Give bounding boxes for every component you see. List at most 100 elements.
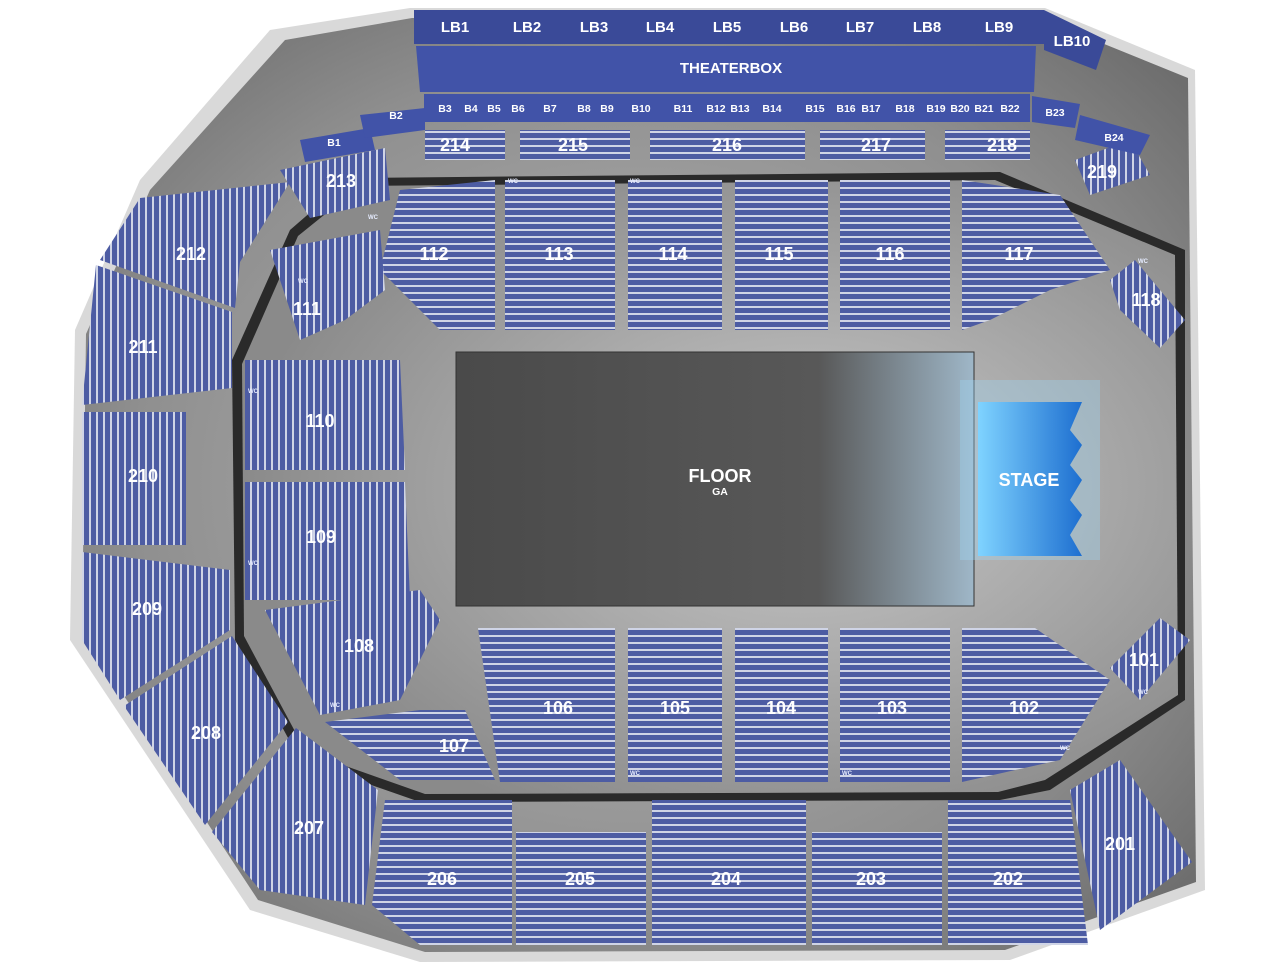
label-b18: B18 — [895, 103, 914, 115]
label-b19: B19 — [926, 103, 945, 115]
section-110[interactable] — [245, 360, 405, 470]
section-103[interactable] — [840, 628, 950, 782]
label-b1: B1 — [327, 137, 341, 149]
section-111[interactable] — [270, 230, 385, 340]
label-b17: B17 — [861, 103, 880, 115]
section-108[interactable] — [265, 590, 440, 715]
label-217: 217 — [861, 135, 891, 155]
label-113: 113 — [544, 244, 573, 264]
section-215[interactable] — [520, 130, 630, 160]
section-112[interactable] — [380, 180, 495, 330]
section-113[interactable] — [505, 180, 615, 330]
label-213: 213 — [326, 171, 356, 191]
label-112: 112 — [419, 244, 448, 264]
section-105[interactable] — [628, 628, 722, 782]
label-219: 219 — [1087, 162, 1117, 182]
label-b7: B7 — [543, 103, 557, 115]
label-b4: B4 — [464, 103, 478, 115]
label-103: 103 — [877, 698, 907, 718]
label-117: 117 — [1004, 244, 1033, 264]
section-115[interactable] — [735, 180, 828, 330]
lower-sections — [245, 180, 1190, 782]
label-b11: B11 — [674, 103, 693, 115]
loge-box-lb10[interactable] — [1044, 10, 1106, 70]
label-b15: B15 — [805, 103, 824, 115]
floor-sublabel: GA — [712, 486, 728, 498]
label-b2: B2 — [389, 110, 403, 122]
section-118[interactable] — [1110, 260, 1185, 348]
section-201[interactable] — [1070, 760, 1192, 930]
wc-marker: WC — [1060, 746, 1071, 752]
label-lb7: LB7 — [846, 19, 874, 36]
section-117[interactable] — [962, 180, 1110, 330]
wc-marker: WC — [842, 771, 853, 777]
section-206[interactable] — [372, 800, 512, 945]
section-210[interactable] — [82, 412, 186, 545]
section-213[interactable] — [280, 148, 390, 218]
section-208[interactable] — [124, 636, 288, 825]
section-211[interactable] — [82, 265, 232, 405]
label-b24: B24 — [1104, 132, 1123, 144]
section-107[interactable] — [325, 710, 495, 780]
section-205[interactable] — [516, 832, 646, 945]
label-215: 215 — [558, 135, 588, 155]
label-116: 116 — [875, 244, 904, 264]
section-203[interactable] — [812, 832, 942, 945]
wc-marker: WC — [630, 179, 641, 185]
section-202[interactable] — [948, 800, 1088, 945]
section-218[interactable] — [945, 130, 1030, 160]
stage-label: STAGE — [999, 470, 1060, 490]
label-101: 101 — [1129, 650, 1159, 670]
label-218: 218 — [987, 135, 1017, 155]
section-104[interactable] — [735, 628, 828, 782]
section-209[interactable] — [82, 552, 230, 700]
floor-area[interactable] — [455, 351, 975, 607]
label-b5: B5 — [487, 103, 501, 115]
label-b22: B22 — [1000, 103, 1019, 115]
section-106[interactable] — [478, 628, 615, 782]
section-212[interactable] — [100, 182, 290, 308]
label-206: 206 — [427, 869, 457, 889]
section-216[interactable] — [650, 130, 805, 160]
section-204[interactable] — [652, 800, 806, 945]
section-214[interactable] — [425, 130, 505, 160]
label-104: 104 — [766, 698, 796, 718]
label-105: 105 — [660, 698, 690, 718]
wc-marker: WC — [1138, 690, 1149, 696]
label-204: 204 — [711, 869, 741, 889]
label-b8: B8 — [577, 103, 591, 115]
section-219[interactable] — [1075, 140, 1150, 195]
label-layer: LB1 LB2 LB3 LB4 LB5 LB6 LB7 LB8 LB9 LB10… — [128, 19, 1161, 889]
floor-label: FLOOR — [689, 466, 752, 486]
label-lb6: LB6 — [780, 19, 808, 36]
section-101[interactable] — [1110, 618, 1190, 700]
section-116[interactable] — [840, 180, 950, 330]
label-theaterbox: THEATERBOX — [680, 60, 782, 77]
label-b16: B16 — [836, 103, 855, 115]
section-102[interactable] — [962, 628, 1110, 782]
wc-marker: WC — [248, 561, 259, 567]
label-202: 202 — [993, 869, 1023, 889]
label-b10: B10 — [631, 103, 650, 115]
label-203: 203 — [856, 869, 886, 889]
label-lb10: LB10 — [1054, 33, 1091, 50]
wc-marker: WC — [298, 279, 309, 285]
upper-sections — [82, 130, 1192, 945]
label-118: 118 — [1131, 290, 1160, 310]
section-114[interactable] — [628, 180, 722, 330]
section-207[interactable] — [212, 728, 378, 905]
wc-marker: WC — [368, 215, 379, 221]
wc-marker: WC — [508, 179, 519, 185]
label-106: 106 — [543, 698, 573, 718]
label-207: 207 — [294, 818, 324, 838]
section-217[interactable] — [820, 130, 925, 160]
section-109[interactable] — [245, 482, 410, 600]
label-205: 205 — [565, 869, 595, 889]
label-111: 111 — [293, 299, 321, 319]
theaterbox[interactable] — [416, 46, 1036, 92]
stage[interactable] — [978, 402, 1082, 556]
label-211: 211 — [128, 337, 157, 357]
label-b9: B9 — [600, 103, 614, 115]
wc-marker: WC — [330, 703, 341, 709]
label-b3: B3 — [438, 103, 452, 115]
